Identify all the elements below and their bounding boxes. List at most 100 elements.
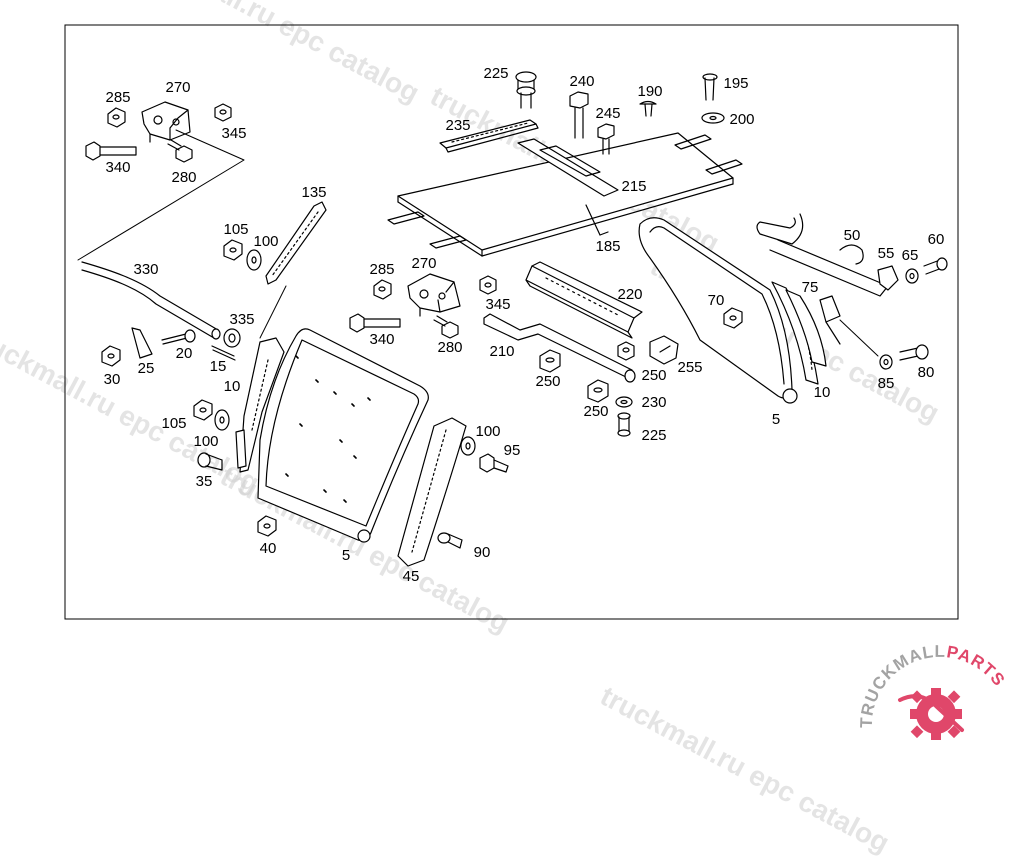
label-225-top: 225 — [483, 65, 508, 82]
nut-250-a — [539, 349, 561, 373]
bracket-270-middle — [407, 273, 461, 317]
rivet-190 — [639, 100, 657, 117]
support-10-right — [785, 289, 827, 367]
label-100-lower: 100 — [193, 433, 218, 450]
label-25: 25 — [138, 360, 155, 377]
tube-330 — [81, 261, 221, 340]
nut-105-lower — [193, 399, 213, 421]
label-20: 20 — [176, 345, 193, 362]
label-280-middle: 280 — [437, 339, 462, 356]
mudguard-5-left — [257, 328, 429, 543]
logo-text-accent: PARTS — [945, 642, 1009, 690]
bracket-right-clamp — [819, 295, 841, 345]
clip-255 — [649, 335, 679, 365]
bracket-210 — [483, 313, 636, 383]
label-105-upper: 105 — [223, 221, 248, 238]
label-135: 135 — [301, 184, 326, 201]
nut-40 — [257, 515, 277, 537]
label-335: 335 — [229, 311, 254, 328]
washer-85 — [879, 354, 893, 370]
nut-250-c — [587, 379, 609, 403]
screw-225-top — [515, 71, 537, 109]
label-90: 90 — [474, 544, 491, 561]
bracket-270-top — [141, 101, 191, 143]
label-235: 235 — [445, 117, 470, 134]
bolt-35 — [197, 452, 223, 471]
clip-55 — [877, 265, 899, 291]
label-330: 330 — [133, 261, 158, 278]
label-185: 185 — [595, 238, 620, 255]
label-250-a: 250 — [535, 373, 560, 390]
label-85: 85 — [878, 375, 895, 392]
label-80: 80 — [918, 364, 935, 381]
washer-100-right — [460, 436, 476, 456]
washer-65 — [905, 268, 919, 284]
screw-225-bottom — [617, 412, 631, 437]
label-10-right: 10 — [814, 384, 831, 401]
label-65: 65 — [902, 247, 919, 264]
eye-bolt-20 — [161, 329, 196, 345]
label-60: 60 — [928, 231, 945, 248]
label-270-top: 270 — [165, 79, 190, 96]
leader-middle — [259, 285, 287, 339]
truckmallparts-logo: TRUCKMALLPARTS — [857, 642, 1009, 740]
sleeve-335 — [223, 328, 241, 348]
label-220: 220 — [617, 286, 642, 303]
label-255: 255 — [677, 359, 702, 376]
bolt-95 — [479, 453, 509, 473]
label-345-top: 345 — [221, 125, 246, 142]
bolt-240 — [569, 91, 589, 139]
label-40: 40 — [260, 540, 277, 557]
label-230: 230 — [641, 394, 666, 411]
label-240: 240 — [569, 73, 594, 90]
label-250-b: 250 — [641, 367, 666, 384]
label-245: 245 — [595, 105, 620, 122]
label-75: 75 — [802, 279, 819, 296]
platform-plate — [397, 132, 734, 257]
platform-hooks — [387, 134, 743, 249]
bolt-245 — [597, 123, 615, 155]
label-105-lower: 105 — [161, 415, 186, 432]
label-215: 215 — [621, 178, 646, 195]
diagram-frame — [64, 24, 959, 620]
washer-200 — [701, 112, 725, 124]
wrench-icon — [898, 694, 964, 732]
leader-270-330 — [77, 129, 245, 261]
bolt-340-middle — [349, 313, 401, 333]
parts-diagram: 270 285 345 340 280 330 105 100 135 335 … — [64, 24, 1009, 740]
label-55: 55 — [878, 245, 895, 262]
nut-70 — [723, 307, 743, 329]
bolt-80 — [899, 344, 929, 361]
nut-345-middle — [479, 275, 497, 295]
label-340-middle: 340 — [369, 331, 394, 348]
nut-250-b — [617, 341, 635, 361]
washer-100-lower — [214, 409, 230, 431]
pin-195 — [702, 73, 718, 101]
bolt-340-top — [85, 141, 137, 161]
label-345-middle: 345 — [485, 296, 510, 313]
label-280-top: 280 — [171, 169, 196, 186]
bolt-280-top — [167, 139, 193, 163]
gear-icon — [910, 688, 962, 740]
label-100-right: 100 — [475, 423, 500, 440]
rubber-strip-135 — [265, 201, 327, 285]
label-210: 210 — [489, 343, 514, 360]
nut-285-middle — [373, 279, 392, 300]
label-50: 50 — [844, 227, 861, 244]
label-190: 190 — [637, 83, 662, 100]
washer-230 — [615, 396, 633, 408]
clip-25 — [131, 327, 153, 359]
label-5-right: 5 — [772, 411, 780, 428]
label-195: 195 — [723, 75, 748, 92]
label-5-left: 5 — [342, 547, 350, 564]
label-10-left: 10 — [224, 378, 241, 395]
nut-285-top — [107, 107, 126, 128]
label-270-middle: 270 — [411, 255, 436, 272]
label-30: 30 — [104, 371, 121, 388]
label-70: 70 — [708, 292, 725, 309]
label-340-top: 340 — [105, 159, 130, 176]
bolt-60 — [923, 257, 948, 275]
label-250-c: 250 — [583, 403, 608, 420]
nut-30 — [101, 345, 121, 367]
hook-50 — [756, 213, 889, 297]
